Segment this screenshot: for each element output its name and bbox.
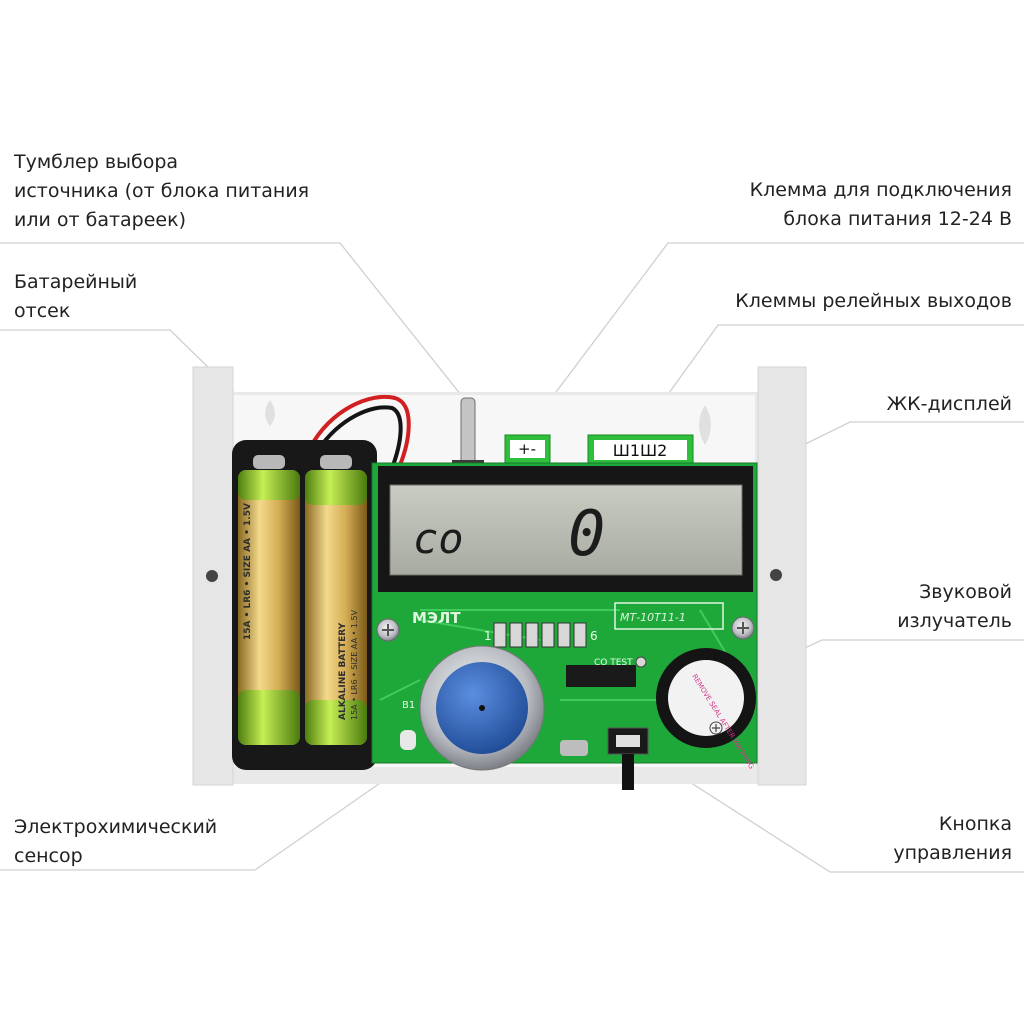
- power-terminal-mark: +-: [518, 440, 536, 458]
- relay-terminals[interactable]: Ш1Ш2: [587, 434, 694, 468]
- brand-mark: МЭЛТ: [412, 609, 461, 627]
- electrochemical-sensor: B1: [402, 645, 545, 771]
- lcd-display: co 0: [378, 466, 753, 592]
- battery-wires: [308, 394, 411, 469]
- control-button[interactable]: [607, 727, 649, 790]
- power-terminal[interactable]: +-: [504, 434, 551, 468]
- leader-power: [519, 242, 1024, 441]
- leader-toggle: [0, 242, 466, 401]
- battery-label-right: ALKALINE BATTERY: [338, 622, 348, 720]
- callout-sensor: Электрохимический сенсор: [14, 816, 218, 867]
- co-test-pad[interactable]: [635, 656, 647, 668]
- pin-last: 6: [590, 629, 598, 643]
- battery-spec-right: 15A • LR6 • SIZE AA • 1.5V: [350, 609, 359, 720]
- callout-power-terminal: Клемма для подключения блока питания 12-…: [749, 179, 1012, 230]
- callout-lcd: ЖК-дисплей: [886, 393, 1012, 415]
- model-mark: МТ-10Т11-1: [620, 611, 686, 624]
- callout-battery-compartment: Батарейный отсек: [14, 271, 138, 322]
- callout-control-button: Кнопка управления: [893, 813, 1012, 864]
- connector-pins: 1 6: [484, 622, 598, 648]
- callout-relay-terminals: Клеммы релейных выходов: [735, 290, 1012, 312]
- relay-terminal-mark: Ш1Ш2: [613, 441, 668, 460]
- pin-first: 1: [484, 629, 492, 643]
- callout-buzzer: Звуковой излучатель: [897, 581, 1012, 632]
- battery-label-left: 15A • LR6 • SIZE AA • 1.5V: [243, 503, 253, 640]
- callout-toggle-switch: Тумблер выбора источника (от блока питан…: [14, 151, 310, 231]
- lcd-gas-label: co: [413, 514, 464, 563]
- leader-lines: [0, 242, 1024, 873]
- lcd-value: 0: [568, 497, 605, 570]
- leader-button: [631, 744, 1024, 873]
- co-test-label: CO TEST: [594, 658, 633, 668]
- sensor-ref: B1: [402, 700, 415, 711]
- battery-compartment: 15A • LR6 • SIZE AA • 1.5V ALKALINE BATT…: [232, 440, 377, 770]
